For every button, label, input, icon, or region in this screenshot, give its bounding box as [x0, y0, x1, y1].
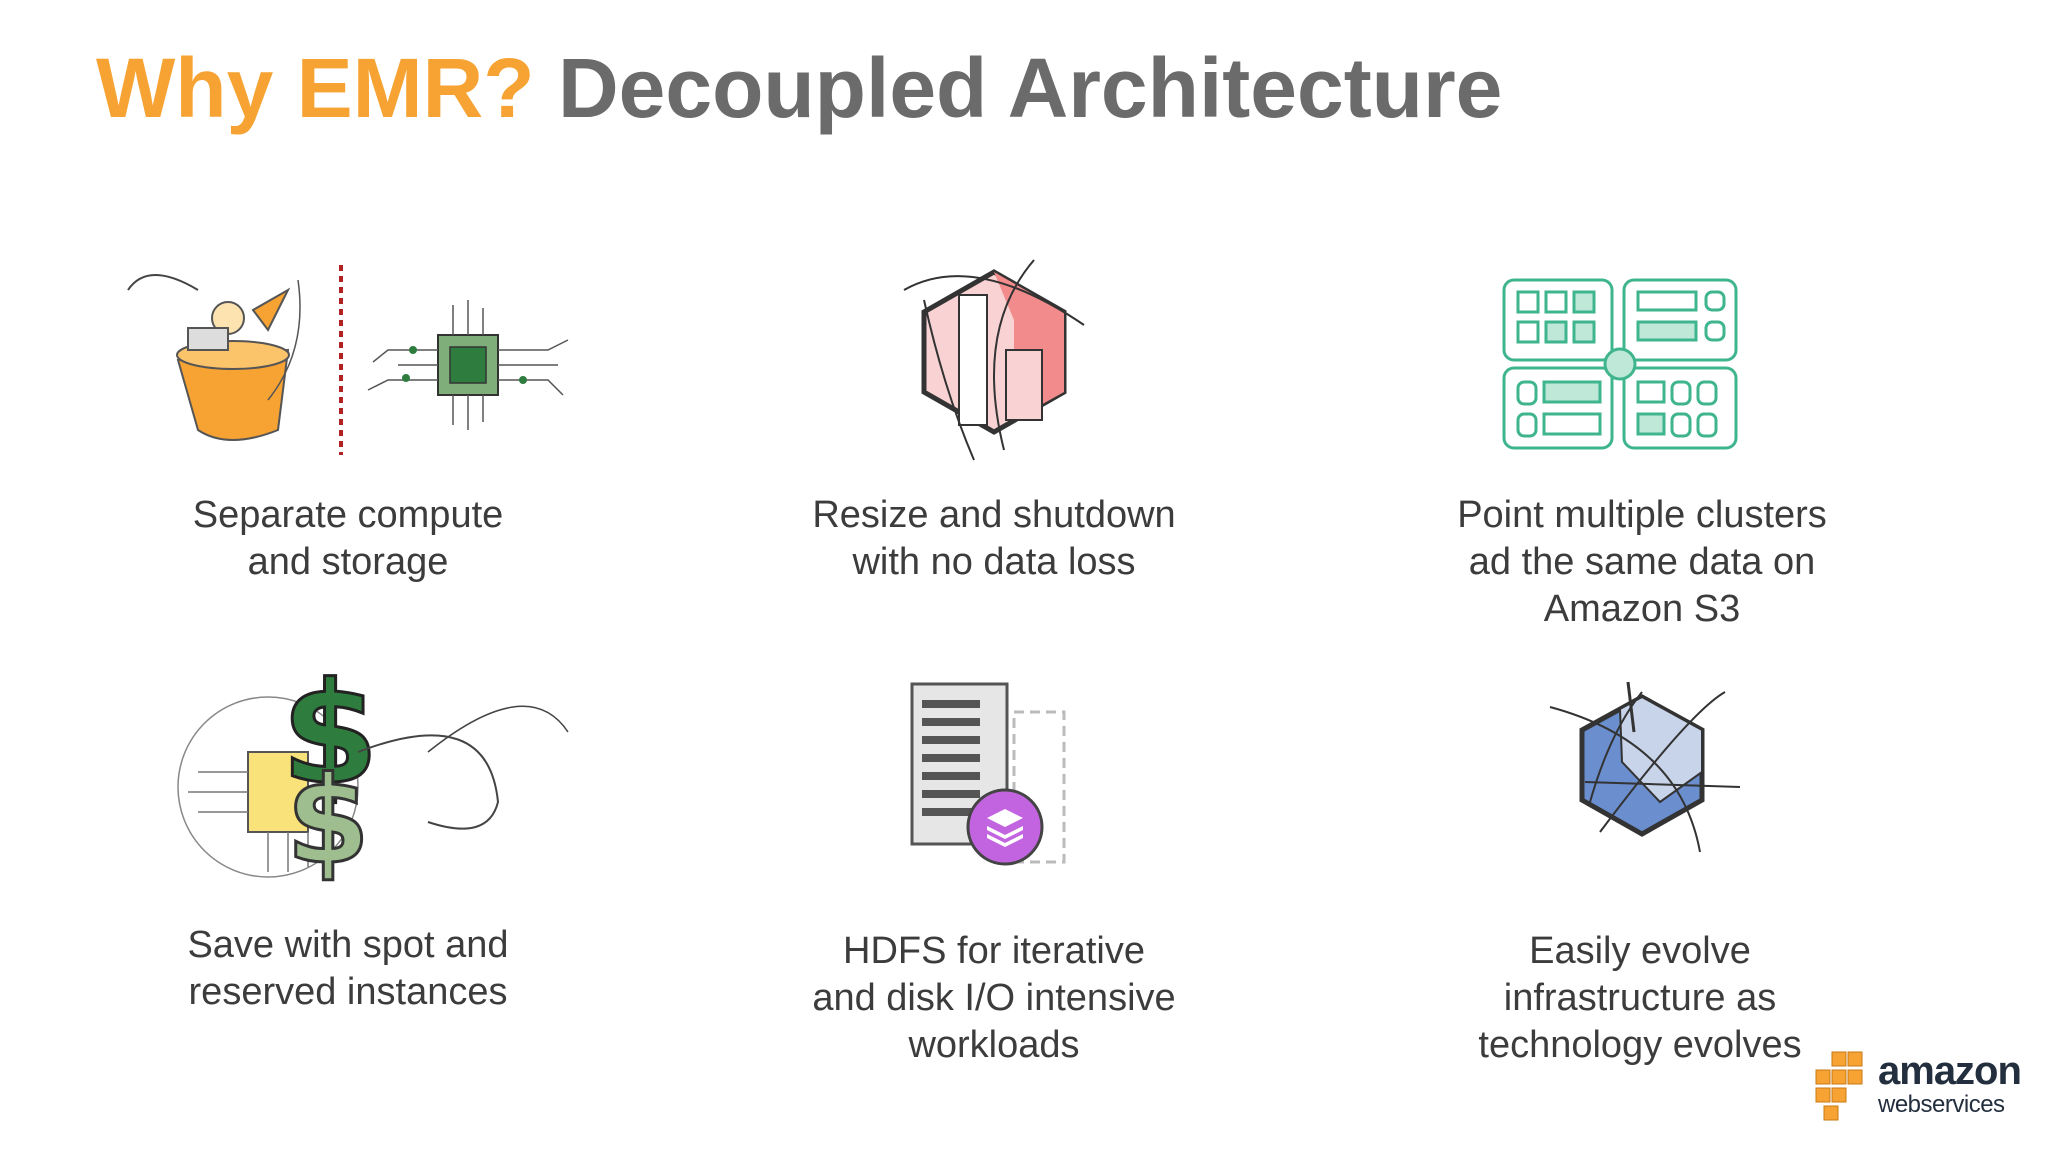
caption-line: Resize and shutdown — [812, 494, 1176, 536]
caption-line: and storage — [247, 541, 449, 583]
aws-logo-word: amazon — [1878, 1049, 2022, 1093]
caption-line: Separate compute — [192, 494, 504, 536]
caption-line: Save with spot and — [187, 924, 509, 966]
caption-line: Amazon S3 — [1543, 588, 1741, 630]
svg-text:$: $ — [286, 752, 370, 891]
compute-storage-icon — [68, 250, 628, 480]
caption-line: infrastructure as — [1503, 977, 1777, 1019]
caption-line: Point multiple clusters — [1457, 494, 1827, 536]
spot-dollar-icon: $ $ — [68, 652, 628, 902]
caption-line: reserved instances — [188, 971, 508, 1013]
evolve-hexagon-icon — [1360, 672, 1920, 902]
caption-line: ad the same data on — [1468, 541, 1816, 583]
feature-caption: Save with spot and reserved instances — [68, 922, 628, 1016]
aws-cubes-icon — [1815, 1051, 1863, 1121]
aws-logo-sub: webservices — [1878, 1091, 2005, 1118]
caption-line: HDFS for iterative — [843, 930, 1145, 972]
svg-text:$: $ — [281, 672, 378, 816]
caption-line: workloads — [908, 1024, 1080, 1066]
aws-logo: amazon webservices — [1812, 1048, 2022, 1128]
title-main: Decoupled Architecture — [557, 41, 1503, 135]
caption-line: technology evolves — [1478, 1024, 1802, 1066]
resize-hexagon-icon — [714, 250, 1274, 480]
caption-line: and disk I/O intensive — [812, 977, 1176, 1019]
feature-caption: Separate compute and storage — [68, 492, 628, 586]
title-accent: Why EMR? — [96, 41, 535, 135]
hdfs-server-icon — [714, 672, 1274, 902]
caption-line: Easily evolve — [1529, 930, 1751, 972]
multi-cluster-icon — [1362, 250, 1922, 480]
feature-caption: Resize and shutdown with no data loss — [714, 492, 1274, 586]
feature-caption: Easily evolve infrastructure as technolo… — [1360, 928, 1920, 1069]
slide-title: Why EMR? Decoupled Architecture — [96, 38, 1502, 138]
feature-caption: Point multiple clusters ad the same data… — [1362, 492, 1922, 633]
feature-caption: HDFS for iterative and disk I/O intensiv… — [714, 928, 1274, 1069]
caption-line: with no data loss — [852, 541, 1136, 583]
